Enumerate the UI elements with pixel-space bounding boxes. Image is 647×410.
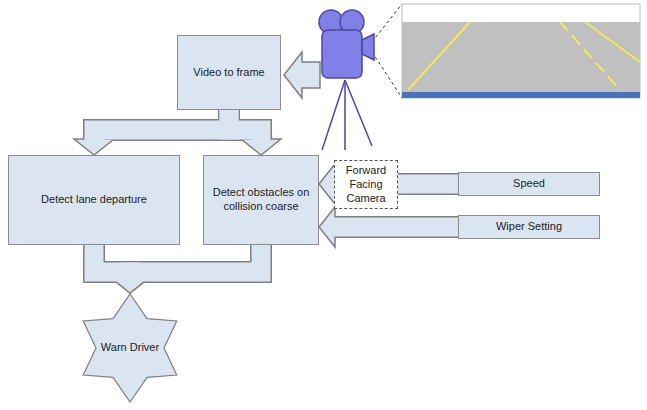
warning-star: Warn Driver <box>75 293 185 403</box>
node-label: Forward Facing Camera <box>339 164 393 205</box>
process-box: Detect lane departure <box>8 155 180 245</box>
input-box: Wiper Setting <box>458 215 600 239</box>
star-shape <box>83 294 177 402</box>
node-label: Detect lane departure <box>41 193 147 207</box>
arrow-fill <box>130 245 261 278</box>
block-arrow <box>319 207 458 247</box>
input-box: Speed <box>458 172 600 196</box>
process-box: Detect obstacles on collision coarse <box>203 155 319 245</box>
camera-label: Forward Facing Camera <box>334 160 398 209</box>
arrow-head <box>319 207 335 247</box>
node-label: Speed <box>513 177 545 191</box>
arrow-outline <box>94 110 229 140</box>
road-image <box>402 4 640 98</box>
arrow-fill <box>334 218 458 237</box>
arrow-head <box>319 164 335 204</box>
arrow-outline <box>334 216 458 238</box>
input-arrow <box>284 52 320 98</box>
node-label: Video to frame <box>193 66 264 80</box>
block-arrow <box>74 110 229 155</box>
arrow-head <box>74 139 114 155</box>
node-label: Wiper Setting <box>496 220 562 234</box>
node-label: Detect obstacles on collision coarse <box>209 186 313 214</box>
process-box: Video to frame <box>177 35 281 110</box>
zoom-line <box>372 52 402 98</box>
arrow-fill <box>229 110 261 140</box>
camera-icon <box>319 10 374 150</box>
arrow-outline <box>229 110 261 140</box>
block-arrow <box>110 245 261 293</box>
arrow-fill <box>94 110 229 140</box>
arrow-outline <box>130 245 261 278</box>
node-label: Warn Driver <box>101 341 159 355</box>
arrow-head <box>241 139 281 155</box>
zoom-line <box>372 4 402 42</box>
block-arrow <box>229 110 281 155</box>
